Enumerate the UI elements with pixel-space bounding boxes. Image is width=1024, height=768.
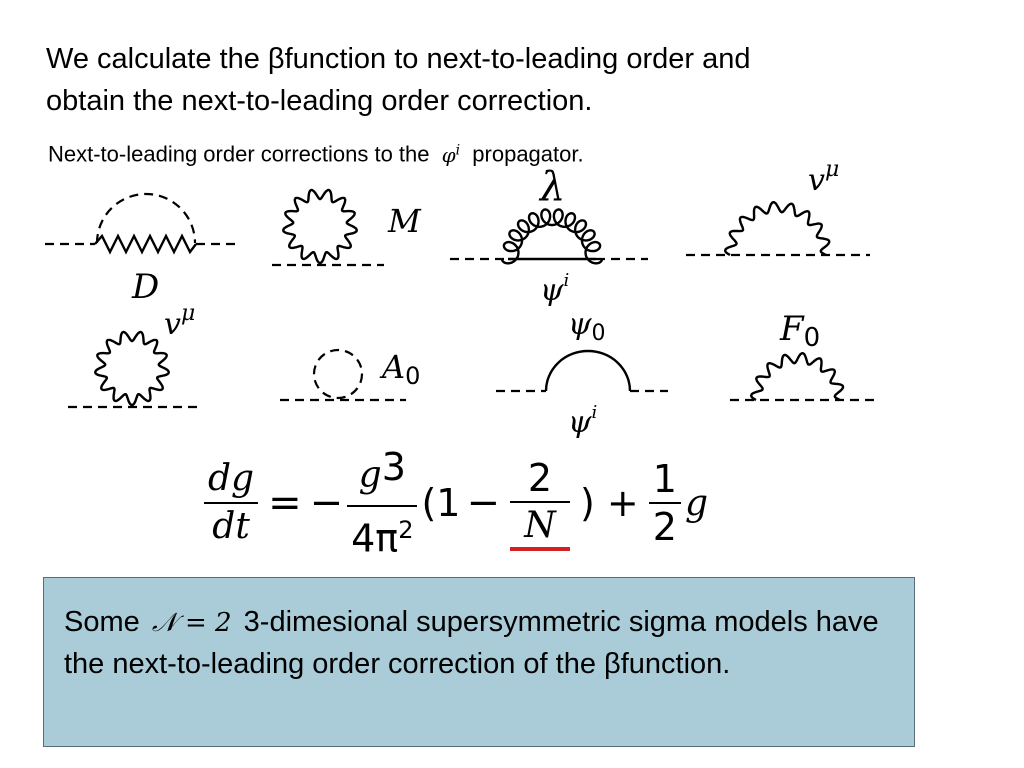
slide-heading: We calculate the βfunction to next-to-le…: [46, 38, 946, 122]
minus-sign: −: [309, 480, 344, 526]
subheading: Next-to-leading order corrections to the…: [48, 135, 584, 170]
diagram-6: A0: [280, 348, 420, 402]
label-lambda: λ: [538, 164, 565, 210]
equals-sign: =: [268, 480, 302, 526]
fermion-arc: [544, 349, 632, 392]
label-psi-i: ψi: [568, 402, 597, 440]
label-M: M: [387, 202, 422, 240]
coupling-fraction: g3 4π2: [347, 444, 418, 562]
diagram-7: ψ0 ψi: [496, 307, 668, 440]
half-fraction: 1 2: [648, 456, 681, 550]
derivative-fraction: dg dt: [204, 456, 259, 550]
open-paren-one: (1: [421, 481, 461, 525]
wavy-loop: [282, 188, 358, 265]
phi-symbol: φi: [441, 142, 461, 167]
label-A0: A0: [379, 348, 420, 390]
diagram-4: vμ: [686, 157, 870, 257]
beta-function-equation: dg dt = − g3 4π2 (1 − 2 N ) + 1 2 g: [200, 445, 708, 561]
heading-line-2: obtain the next-to-leading order correct…: [46, 85, 593, 117]
note-prefix: Some: [64, 606, 140, 638]
wavy-arc: [749, 351, 845, 402]
heading-line-1: We calculate the βfunction to next-to-le…: [46, 43, 751, 75]
zigzag-propagator: [94, 233, 197, 255]
two-over-N-fraction: 2 N: [510, 455, 570, 551]
gluon-arc: [500, 208, 604, 265]
note-box: Some 𝒩 = 2 3-dimesional supersymmetric s…: [43, 577, 915, 747]
minus-sign-2: −: [466, 480, 500, 526]
wavy-arc: [724, 201, 831, 257]
N-equals-2-symbol: 𝒩 = 2: [151, 608, 232, 638]
diagram-3: λ ψi: [450, 164, 648, 308]
label-D: D: [131, 267, 159, 307]
diagram-2: M: [272, 188, 422, 267]
g-term: g: [684, 482, 708, 524]
label-psi-i: ψi: [540, 270, 569, 308]
note-text: 3-dimesional supersymmetric sigma models…: [64, 606, 879, 680]
label-v-mu: vμ: [808, 157, 839, 198]
diagram-1: D: [45, 192, 236, 307]
diagram-5: vμ: [68, 301, 198, 409]
wavy-loop: [94, 330, 170, 407]
dashed-arc: [95, 192, 197, 244]
label-psi0: ψ0: [568, 307, 606, 346]
label-v-mu: vμ: [164, 301, 195, 342]
N-denominator: N: [524, 505, 556, 546]
diagram-8: F0: [730, 309, 876, 402]
dashed-loop: [312, 348, 364, 400]
subheading-text-before: Next-to-leading order corrections to the: [48, 141, 430, 167]
close-paren-plus: ) +: [580, 481, 639, 525]
subheading-text-after: propagator.: [472, 141, 584, 167]
label-F0: F0: [779, 309, 820, 353]
N-underline: [510, 547, 570, 551]
